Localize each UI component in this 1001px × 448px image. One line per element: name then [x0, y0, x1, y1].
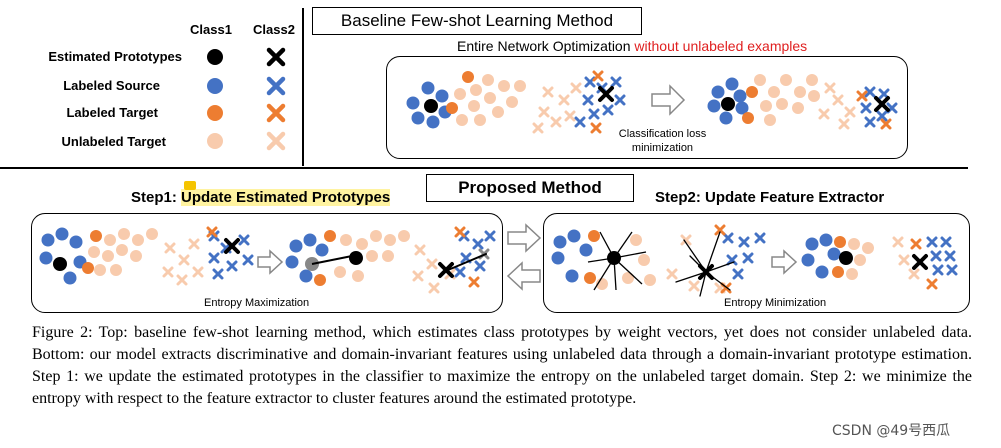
step1-arrow — [257, 249, 284, 275]
step2-heading: Step2: Update Feature Extractor — [655, 189, 885, 206]
legend-source-cross — [266, 76, 286, 96]
legend-prototype-circle — [207, 49, 223, 65]
step1-crosses-b — [412, 226, 496, 294]
legend-class1-header: Class1 — [190, 22, 232, 37]
horizontal-divider — [0, 167, 968, 169]
baseline-before-crosses — [532, 70, 626, 134]
entropy-min-label: Entropy Minimization — [724, 297, 827, 309]
figure-caption: Figure 2: Top: baseline few-shot learnin… — [32, 324, 972, 407]
step1-cluster-b — [285, 230, 410, 286]
step1-highlight: Update Estimated Prototypes — [181, 189, 391, 206]
entropy-max-label: Entropy Maximization — [204, 297, 310, 309]
legend-class2-header: Class2 — [253, 22, 295, 37]
legend-label-prototypes: Estimated Prototypes — [48, 49, 182, 64]
legend-source-circle — [207, 78, 223, 94]
baseline-title: Baseline Few-shot Learning Method — [312, 7, 642, 35]
vertical-divider — [302, 8, 304, 166]
legend-target-circle — [207, 105, 223, 121]
step2-crosses-a — [666, 224, 766, 297]
legend-unlabeled-cross — [266, 131, 286, 151]
watermark: CSDN @49号西瓜 — [832, 423, 951, 439]
legend-prototype-cross — [266, 47, 286, 67]
legend-label-unlabeled: Unlabeled Target — [61, 134, 166, 149]
baseline-after-cluster — [707, 74, 820, 126]
baseline-after-crosses — [818, 82, 898, 130]
step2-crosses-b — [892, 236, 958, 290]
proposed-title: Proposed Method — [426, 174, 634, 202]
arrow-step1-to-step2 — [507, 223, 542, 253]
step1-prefix: Step1: — [131, 189, 177, 206]
step2-arrow — [771, 249, 798, 275]
step1-crosses-a — [162, 226, 254, 286]
step2-cluster-b — [801, 233, 874, 280]
baseline-note: Classification loss minimization — [618, 128, 707, 154]
baseline-panel — [386, 56, 908, 159]
legend-symbols — [207, 47, 286, 151]
baseline-subtitle: Entire Network Optimization without unla… — [457, 38, 807, 54]
baseline-subtitle-main: Entire Network Optimization — [457, 38, 631, 54]
step1-cluster-a — [39, 227, 158, 285]
arrow-step2-to-step1 — [506, 261, 541, 291]
legend-unlabeled-circle — [207, 133, 223, 149]
legend-label-target: Labeled Target — [66, 105, 158, 120]
baseline-arrow — [651, 84, 686, 116]
step1-heading: Step1: Update Estimated Prototypes — [131, 189, 391, 206]
legend-target-cross — [266, 103, 286, 123]
baseline-subtitle-red: without unlabeled examples — [634, 38, 808, 54]
baseline-before-cluster — [406, 71, 526, 129]
legend-label-source: Labeled Source — [63, 78, 160, 93]
comment-icon[interactable] — [184, 181, 196, 190]
step2-cluster-a — [551, 229, 656, 291]
